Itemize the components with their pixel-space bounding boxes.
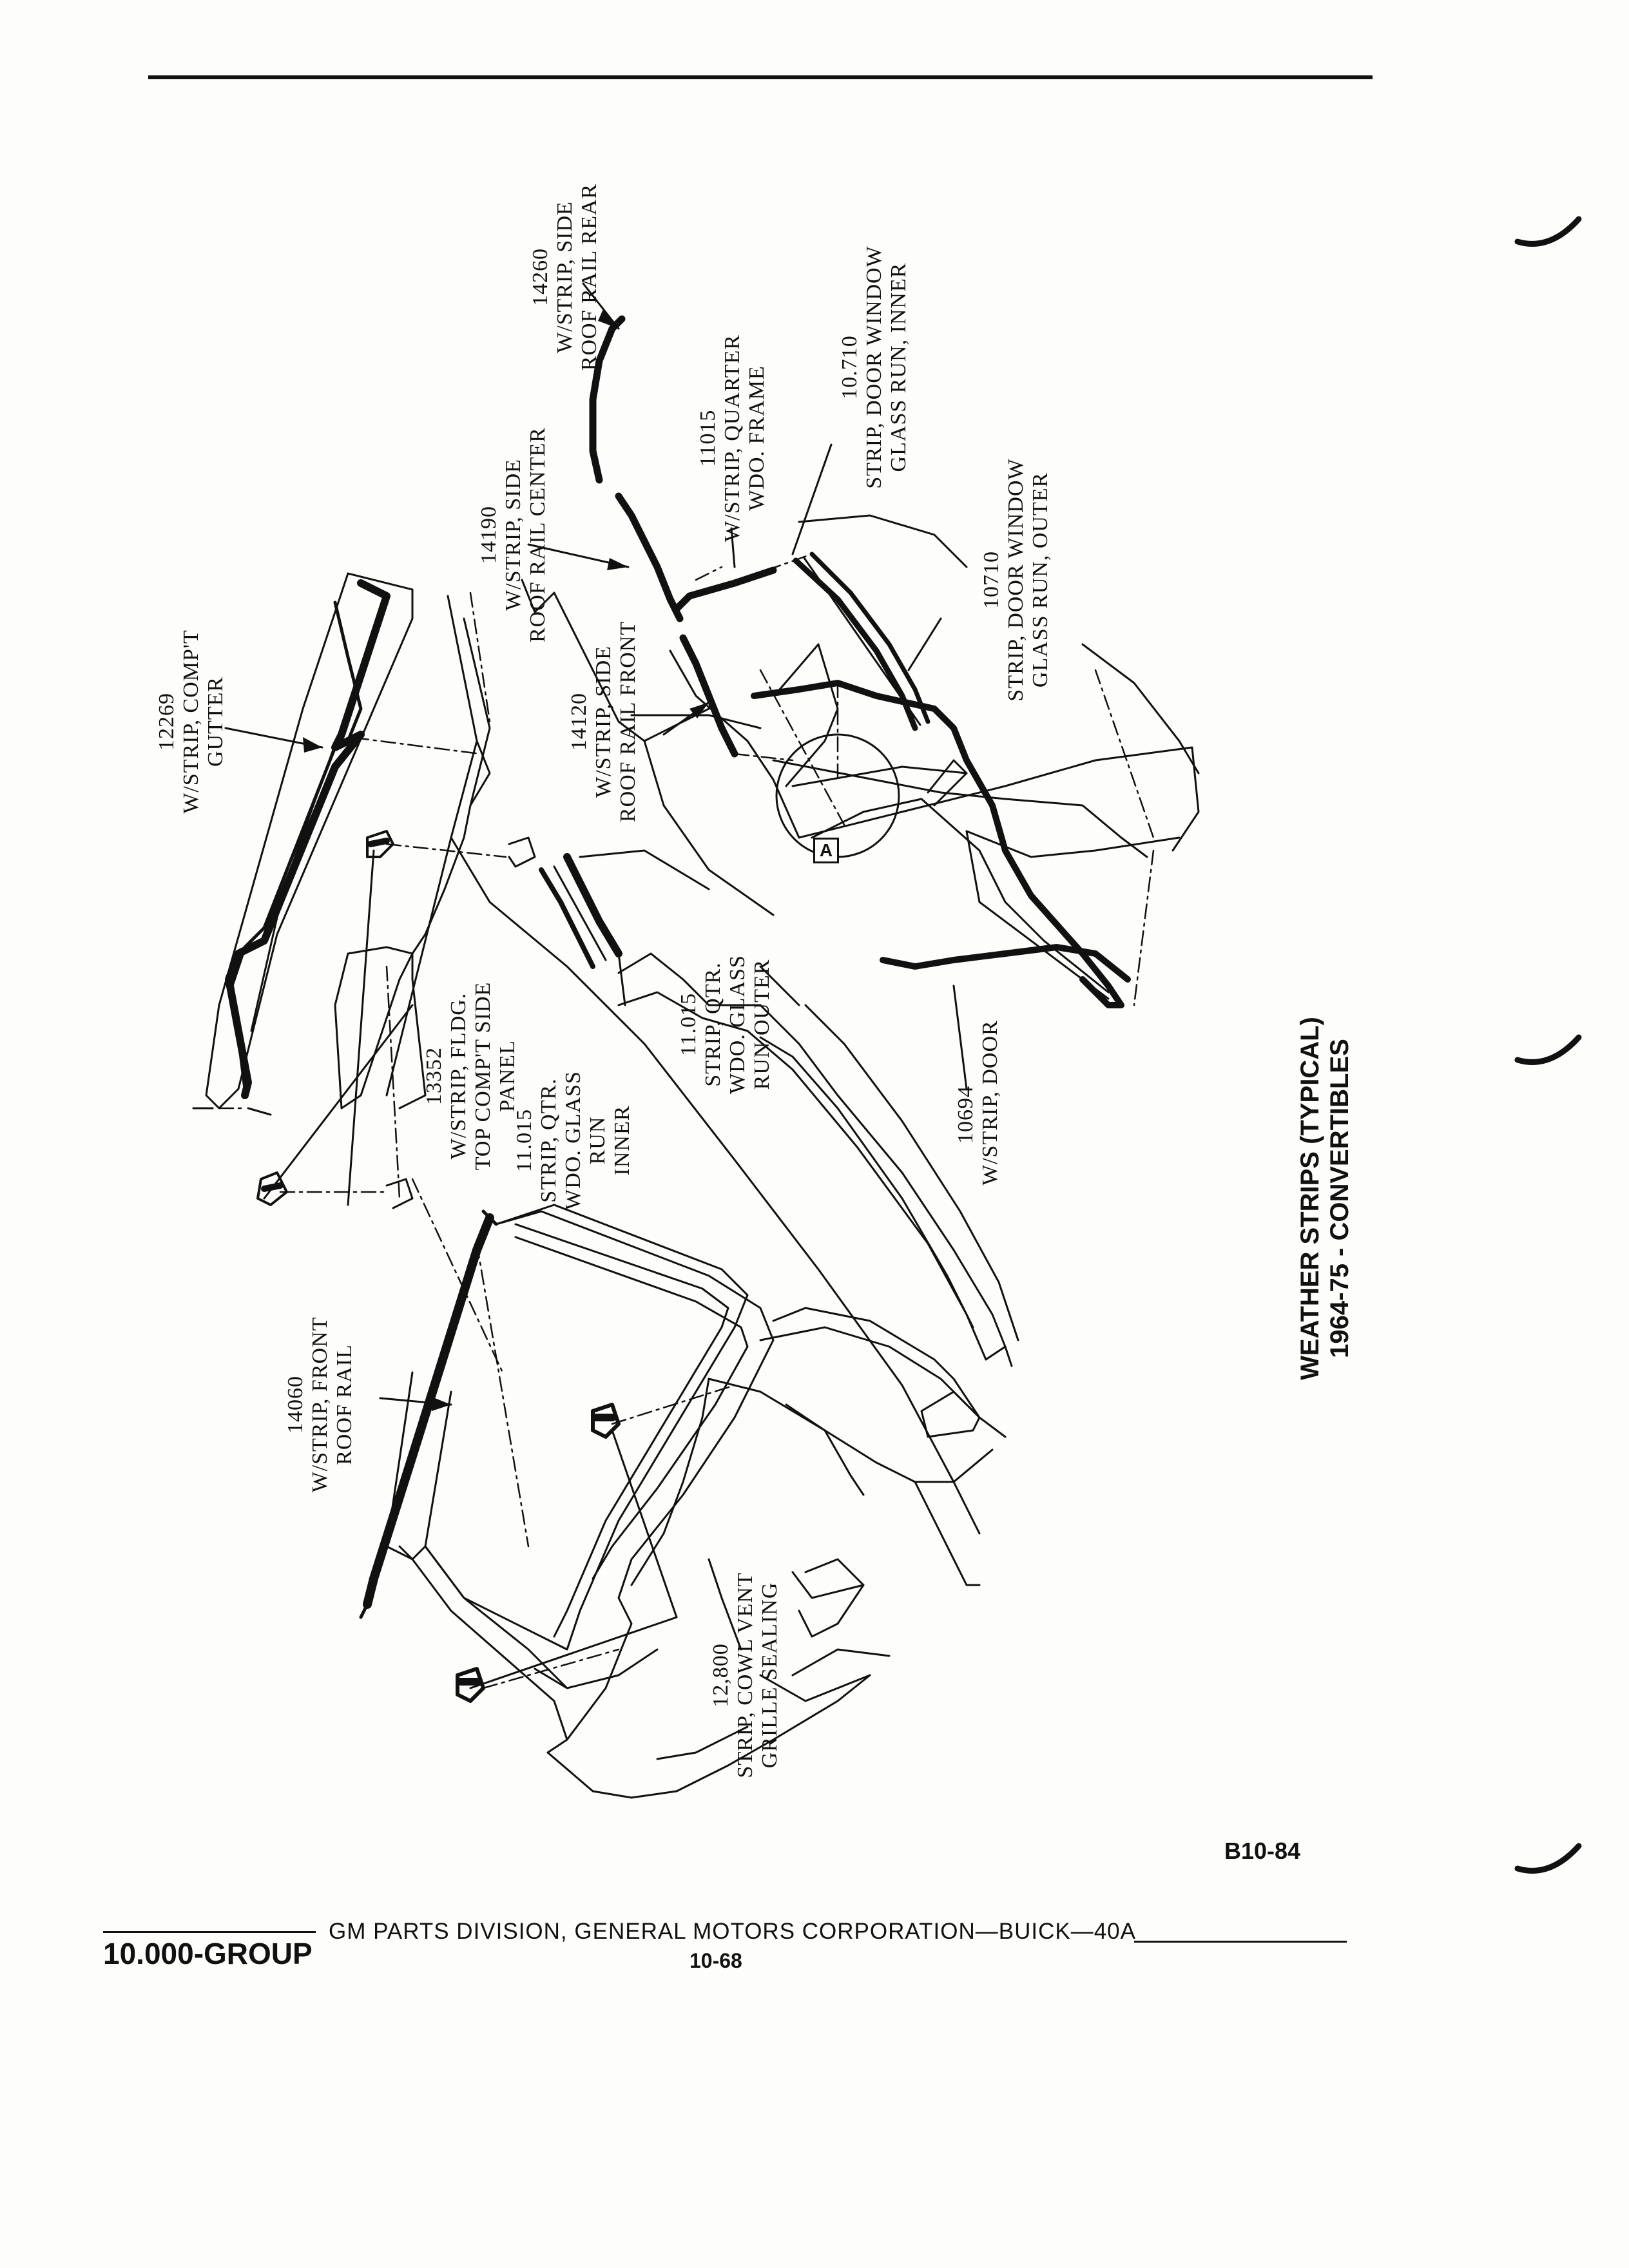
front-body-outline (411, 1210, 1007, 1799)
door-glass-run-outer (809, 552, 930, 724)
footer-left-rule (103, 1931, 316, 1933)
side-panel-clip-upper-fill (367, 838, 390, 847)
assembly-dash-lines (218, 553, 1155, 1689)
callout-line: RUN OUTER (750, 959, 774, 1090)
callout-line: GLASS RUN, OUTER (1028, 472, 1052, 688)
footer-right-rule (1134, 1941, 1347, 1943)
caption-subtitle: 1964-75 - CONVERTIBLES (1325, 1039, 1354, 1358)
callout-line: STRIP, QTR. (537, 1078, 561, 1203)
callout-number: 12269 (155, 693, 178, 751)
callout-line: STRIP, DOOR WINDOW (862, 245, 886, 489)
callout-line: W/STRIP, SIDE (553, 201, 577, 353)
callout-line: W/STRIP, SIDE (592, 646, 615, 798)
side-panel-clip-upper (366, 830, 394, 858)
callout-number: 14120 (567, 693, 591, 751)
detail-marker: A (813, 838, 839, 863)
side-panel-clip-lower (256, 1171, 288, 1206)
callout-14120: 14120 W/STRIP, SIDE ROOF RAIL FRONT (567, 599, 644, 844)
callout-line: WDO. GLASS (561, 1071, 585, 1210)
callout-14260: 14260 W/STRIP, SIDE ROOF RAIL REAR (528, 148, 606, 406)
callout-11-015-inner: 11.015 STRIP, QTR. WDO. GLASS RUN INNER (512, 1066, 641, 1215)
callout-number: 14190 (477, 506, 501, 564)
callout-number: 11015 (696, 409, 720, 467)
callout-line: RUN (586, 1116, 610, 1165)
callout-number: 11.015 (677, 992, 700, 1057)
qtr-glass-run-hatch (553, 865, 607, 961)
callout-10710: 10710 STRIP, DOOR WINDOW GLASS RUN, OUTE… (979, 451, 1057, 709)
callout-line: WDO. GLASS (726, 955, 749, 1094)
callout-line: W/STRIP, FRONT (308, 1316, 332, 1493)
callout-number: 11.015 (512, 1108, 536, 1173)
windshield-frame (385, 1204, 749, 1651)
callout-line: W/STRIP, QUARTER (720, 334, 744, 542)
callout-14060: 14060 W/STRIP, FRONT ROOF RAIL (284, 1302, 361, 1508)
leader-arrowheads (303, 309, 709, 1411)
door-glass-run-hatch (803, 557, 921, 726)
callout-12269: 12269 W/STRIP, COMP'T GUTTER (155, 625, 232, 818)
callout-line: ROOF RAIL FRONT (616, 620, 640, 823)
callout-number: 10694 (954, 1086, 978, 1144)
footer-page-number: 10-68 (689, 1949, 742, 1972)
caption-title: WEATHER STRIPS (TYPICAL) (1296, 1017, 1324, 1380)
footer-group-label: 10.000-GROUP (103, 1937, 313, 1970)
figure-caption: WEATHER STRIPS (TYPICAL) 1964-75 - CONVE… (1295, 1012, 1360, 1385)
callout-12-800: 12,800 STRIP, COWL VENT GRILLE SEALING (709, 1559, 786, 1791)
callout-line: W/STRIP, COMP'T (179, 629, 203, 814)
callout-line: INNER (610, 1105, 634, 1176)
callout-line: W/STRIP, DOOR (978, 1020, 1002, 1186)
callout-number: 10.710 (838, 335, 862, 399)
callout-number: 13352 (422, 1047, 446, 1105)
callout-line: GLASS RUN, INNER (887, 262, 911, 472)
side-roof-rail-front (679, 634, 738, 758)
binder-mark-bottom (1514, 1843, 1582, 1874)
callout-13352: 13352 W/STRIP, FLDG. TOP COMP'T SIDE PAN… (422, 970, 525, 1182)
front-roof-rail-strip-end (359, 1209, 498, 1619)
quarter-window-frame-strip (673, 566, 777, 613)
cowl-vent-strip-lower (456, 1667, 485, 1703)
callout-line: WDO. FRAME (745, 365, 769, 511)
gutter-strip (225, 579, 390, 1099)
callout-line: STRIP, DOOR WINDOW (1004, 458, 1028, 702)
binder-mark-top (1514, 216, 1582, 247)
callout-11015: 11015 W/STRIP, QUARTER WDO. FRAME (696, 329, 773, 548)
callout-number: 14260 (528, 248, 552, 306)
gutter-strip-inner (230, 601, 363, 1091)
top-rule (148, 75, 1373, 79)
callout-number: 12,800 (709, 1643, 733, 1707)
binder-mark-middle (1514, 1034, 1582, 1065)
leader-lines (224, 282, 968, 1689)
callout-line: TOP COMP'T SIDE (471, 981, 495, 1171)
front-roof-rail-strip (363, 1213, 494, 1609)
callout-line: W/STRIP, SIDE (501, 459, 525, 611)
callout-10-710: 10.710 STRIP, DOOR WINDOW GLASS RUN, INN… (838, 238, 915, 496)
detail-marker-label: A (819, 840, 833, 860)
callout-line: GUTTER (204, 676, 227, 767)
door-strip-lower (880, 944, 1131, 983)
figure-ref: B10-84 (1224, 1838, 1301, 1864)
callout-11-015-outer: 11.015 STRIP, QTR. WDO. GLASS RUN OUTER (677, 941, 780, 1108)
callout-line: STRIP, COWL VENT (733, 1572, 757, 1778)
side-panel-clip-mid2 (385, 1178, 414, 1209)
callout-number: 14060 (284, 1376, 307, 1434)
qtr-glass-run-outer (563, 853, 622, 957)
door-strip (751, 680, 1124, 1008)
callout-10694: 10694 W/STRIP, DOOR (954, 1020, 1005, 1186)
callout-line: STRIP, QTR. (701, 962, 725, 1087)
footer-publisher: GM PARTS DIVISION, GENERAL MOTORS CORPOR… (329, 1919, 1136, 1944)
callout-line: ROOF RAIL CENTER (526, 427, 550, 642)
side-roof-rail-center (615, 492, 684, 622)
side-roof-rail-rear (589, 315, 626, 484)
rear-body-outline (334, 579, 1019, 1535)
callout-line: GRILLE SEALING (758, 1582, 782, 1769)
side-panel-clip-mid (508, 836, 536, 868)
callout-14190: 14190 W/STRIP, SIDE ROOF RAIL CENTER (477, 406, 554, 664)
callout-line: ROOF RAIL REAR (577, 183, 601, 371)
qtr-glass-run-inner (539, 867, 595, 969)
door-outline (669, 514, 1200, 1000)
callout-line: ROOF RAIL (333, 1344, 356, 1465)
callout-line: W/STRIP, FLDG. (447, 992, 470, 1160)
callout-number: 10710 (979, 551, 1003, 609)
